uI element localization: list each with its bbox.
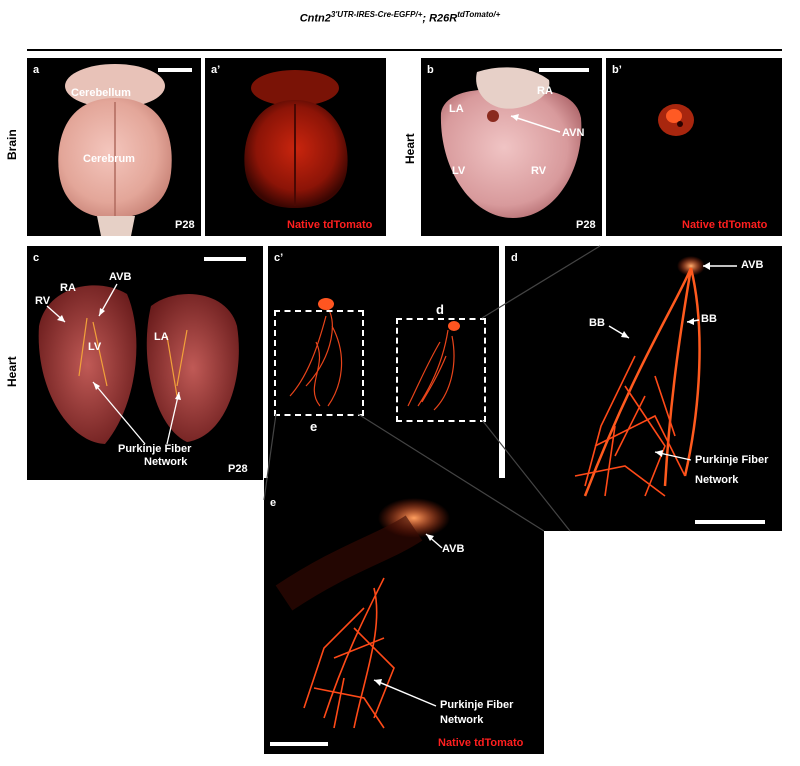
inset-label-d: d xyxy=(436,302,444,317)
label-avn: AVN xyxy=(562,127,585,139)
label-age: P28 xyxy=(576,219,596,231)
panel-e-letter: e xyxy=(270,497,277,509)
label-bb-left: BB xyxy=(589,317,605,329)
inset-box-e xyxy=(274,310,364,416)
scale-bar xyxy=(270,742,328,746)
label-lv: LV xyxy=(452,165,466,177)
label-age: P28 xyxy=(175,219,195,231)
label-avb: AVB xyxy=(109,271,132,283)
panel-a-prime-letter: a’ xyxy=(211,64,221,76)
label-ra: RA xyxy=(537,85,553,97)
label-avb: AVB xyxy=(442,543,465,555)
panel-c-prime-fluorescence: c’ d e xyxy=(268,246,499,478)
purkinje-network-fluorescence-image xyxy=(275,498,450,729)
inset-label-e: e xyxy=(310,419,318,434)
side-label-heart-bottom: Heart xyxy=(5,356,19,387)
heart-photo-image xyxy=(440,67,582,218)
label-purkinje-line1: Purkinje Fiber xyxy=(695,454,769,466)
panel-b-heart-photo: b LA RA AVN LV RV P28 xyxy=(421,58,602,236)
panel-e-fluorescence-zoom: e AVB Purkinje Fiber Network Native tdTo… xyxy=(264,478,544,754)
label-cerebrum: Cerebrum xyxy=(83,153,135,165)
panel-b-prime-fluorescence: b’ Native tdTomato xyxy=(606,58,782,236)
label-la: LA xyxy=(449,103,464,115)
label-purkinje-line2: Network xyxy=(144,456,188,468)
label-rv: RV xyxy=(35,295,51,307)
panel-a-brain-photo: a Cerebellum Cerebrum P28 xyxy=(27,58,201,236)
bundle-branch-fluorescence-image xyxy=(574,256,705,497)
panel-c-dissected-heart: c RV RA AVB LV LA Purkinje Fiber Network… xyxy=(27,246,263,480)
label-purkinje-line1: Purkinje Fiber xyxy=(118,443,192,455)
side-label-heart-top: Heart xyxy=(403,133,417,164)
label-ra: RA xyxy=(60,282,76,294)
label-bb-right: BB xyxy=(701,313,717,325)
panel-c-prime-letter: c’ xyxy=(274,252,284,264)
label-avb: AVB xyxy=(741,259,764,271)
inset-box-d xyxy=(396,318,486,422)
panel-b-prime-letter: b’ xyxy=(612,64,622,76)
figure-title: Cntn23'UTR-IRES-Cre-EGFP/+; R26RtdTomato… xyxy=(299,10,501,25)
scale-bar xyxy=(158,68,192,72)
label-rv: RV xyxy=(531,165,547,177)
conduction-system-fluorescence-image xyxy=(289,298,460,411)
scale-bar xyxy=(695,520,765,524)
title-divider xyxy=(27,49,782,51)
native-tdtomato-caption: Native tdTomato xyxy=(287,219,373,231)
label-purkinje-line2: Network xyxy=(695,474,739,486)
avn-fluorescence-image xyxy=(658,104,694,136)
scale-bar xyxy=(539,68,589,72)
panel-c-letter: c xyxy=(33,252,40,264)
label-lv: LV xyxy=(88,341,102,353)
label-cerebellum: Cerebellum xyxy=(71,87,131,99)
panel-b-letter: b xyxy=(427,64,434,76)
label-purkinje-line2: Network xyxy=(440,714,484,726)
scale-bar xyxy=(204,257,246,261)
panel-d-fluorescence-zoom: d AVB BB BB Purkinje Fiber Network xyxy=(505,246,782,531)
panel-d-letter: d xyxy=(511,252,518,264)
side-label-brain: Brain xyxy=(5,129,19,160)
brain-photo-image xyxy=(58,64,172,236)
panel-a-letter: a xyxy=(33,64,40,76)
panel-a-prime-fluorescence: a’ Native tdTomato xyxy=(205,58,386,236)
native-tdtomato-caption: Native tdTomato xyxy=(682,219,768,231)
label-age: P28 xyxy=(228,463,248,475)
brain-fluorescence-image xyxy=(244,70,348,208)
native-tdtomato-caption: Native tdTomato xyxy=(438,737,524,749)
label-la: LA xyxy=(154,331,169,343)
label-purkinje-line1: Purkinje Fiber xyxy=(440,699,514,711)
